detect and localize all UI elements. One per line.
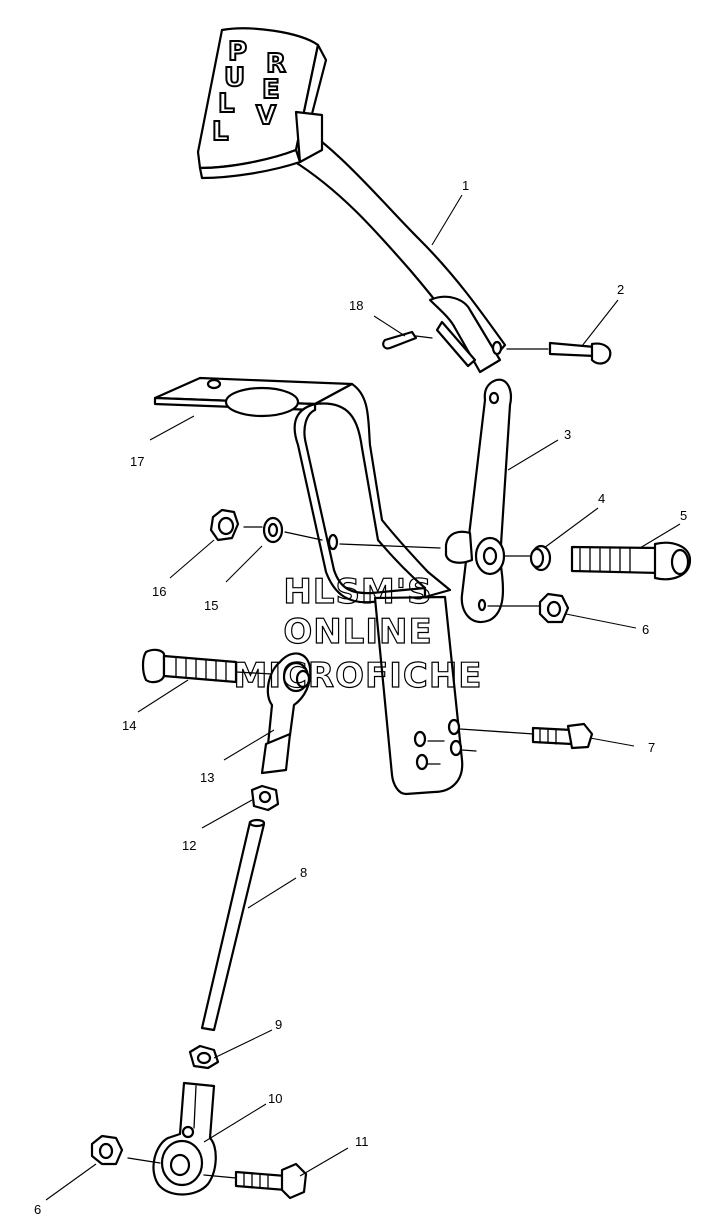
callout-17: 17 xyxy=(130,454,144,469)
handle-letter-l1: L xyxy=(218,89,235,119)
callout-16: 16 xyxy=(152,584,166,599)
part-5-cap-screw xyxy=(504,541,692,581)
callout-13: 13 xyxy=(200,770,214,785)
callout-7: 7 xyxy=(648,740,655,755)
handle-letter-p: P xyxy=(228,37,247,67)
callout-2: 2 xyxy=(617,282,624,297)
handle-letter-l2: L xyxy=(212,117,229,147)
callout-8: 8 xyxy=(300,865,307,880)
callout-5: 5 xyxy=(680,508,687,523)
part-17-mounting-bracket xyxy=(153,376,464,796)
part-8-rod xyxy=(200,818,266,1032)
handle-letter-v: V xyxy=(256,101,276,131)
callout-1: 1 xyxy=(462,178,469,193)
part-2-clevis-pin xyxy=(506,341,612,365)
watermark-line-1: HLSM'S xyxy=(283,572,432,612)
part-10-rod-end xyxy=(152,1081,217,1196)
handle-letter-e: E xyxy=(262,75,280,105)
leader-lines xyxy=(45,194,681,1201)
handle-letter-u: U xyxy=(224,63,245,93)
watermark: HLSM'S ONLINE MICROFICHE xyxy=(233,571,482,696)
callout-9: 9 xyxy=(275,1017,282,1032)
part-1-shift-lever: P U L L R E V xyxy=(196,27,507,374)
part-12-jam-nut xyxy=(250,784,280,812)
part-18-cotter-pin xyxy=(382,330,433,350)
callout-18: 18 xyxy=(349,298,363,313)
part-6-nut-upper xyxy=(487,592,570,624)
callout-10: 10 xyxy=(268,1091,282,1106)
callout-14: 14 xyxy=(122,718,136,733)
handle-lettering: P U L L R E V xyxy=(211,36,287,148)
watermark-line-3: MICROFICHE xyxy=(233,656,482,696)
part-7-bolt xyxy=(427,722,594,765)
watermark-line-2: ONLINE xyxy=(283,612,432,652)
part-15-washer xyxy=(262,516,323,544)
callout-11: 11 xyxy=(355,1134,369,1149)
callout-6-lower: 6 xyxy=(34,1202,41,1217)
part-6-nut-lower xyxy=(90,1134,161,1166)
part-16-nut xyxy=(209,508,263,542)
handle-letter-r: R xyxy=(266,49,286,79)
part-3-link-arm xyxy=(444,378,513,623)
callout-4: 4 xyxy=(598,491,605,506)
callout-3: 3 xyxy=(564,427,571,442)
callout-12: 12 xyxy=(182,838,196,853)
part-11-bolt xyxy=(203,1162,308,1200)
part-13-rod-end xyxy=(260,652,312,775)
callout-15: 15 xyxy=(204,598,218,613)
part-9-jam-nut xyxy=(188,1044,220,1070)
callout-6-upper: 6 xyxy=(642,622,649,637)
part-4-washer xyxy=(529,544,552,572)
part-14-bolt xyxy=(141,648,291,684)
callout-labels: 1 2 3 4 5 6 7 8 9 10 11 12 13 14 15 16 1… xyxy=(34,178,687,1217)
